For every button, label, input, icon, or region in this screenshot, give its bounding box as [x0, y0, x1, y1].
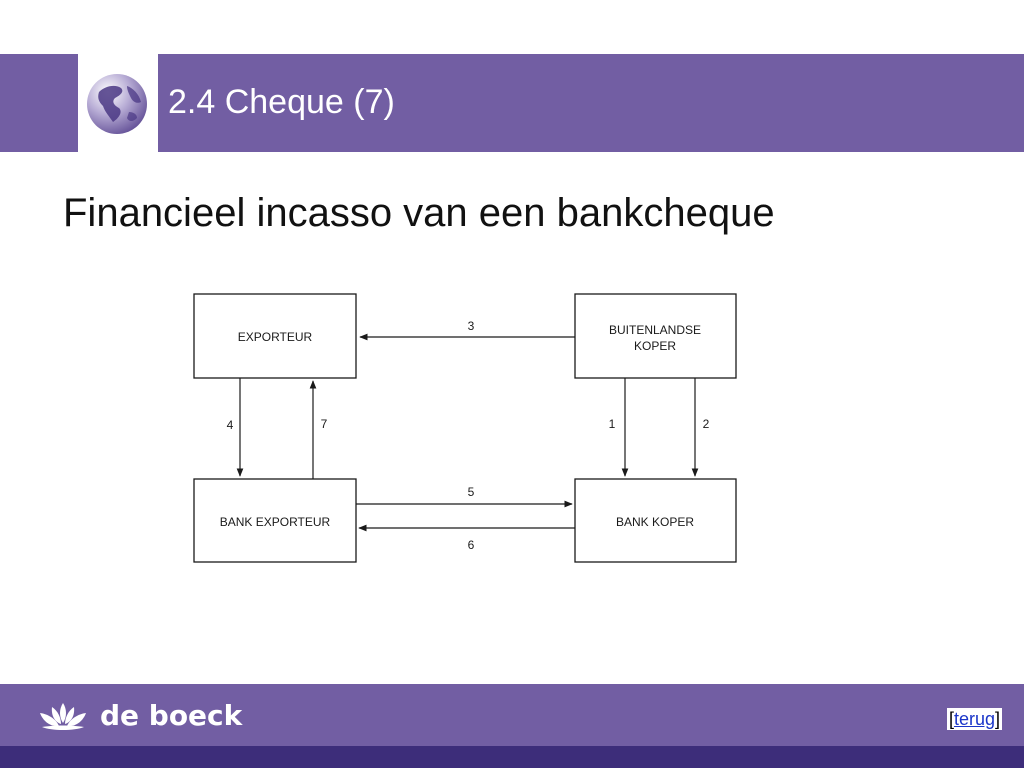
node-bank-koper: BANK KOPER	[574, 478, 737, 563]
back-bracket-close: ]	[994, 709, 1000, 729]
edge-2: 2	[691, 378, 710, 477]
back-nav: [terug]	[946, 708, 1002, 730]
edge-1-label: 1	[609, 417, 616, 431]
edge-1: 1	[609, 378, 629, 477]
edge-7-label: 7	[321, 417, 328, 431]
edge-2-label: 2	[703, 417, 710, 431]
flow-diagram: EXPORTEUR BUITENLANDSE KOPER BANK EXPORT…	[190, 288, 750, 578]
logo-box	[78, 54, 158, 152]
edge-6: 6	[358, 524, 575, 552]
node-buitenlandse-koper: BUITENLANDSE KOPER	[574, 293, 737, 379]
back-link[interactable]: terug	[953, 709, 995, 729]
edge-5: 5	[356, 485, 573, 508]
header-band	[0, 54, 1024, 152]
edge-4-label: 4	[227, 418, 234, 432]
globe-icon	[87, 74, 147, 134]
footer-band: de boeck [terug]	[0, 684, 1024, 746]
slide-subtitle: Financieel incasso van een bankcheque	[63, 191, 775, 235]
edge-3-label: 3	[468, 319, 475, 333]
back-bracket-open: [	[948, 709, 954, 729]
node-buitenlandse-koper-label-line1: BUITENLANDSE	[609, 323, 701, 337]
node-buitenlandse-koper-label-line2: KOPER	[634, 339, 676, 353]
slide-title: 2.4 Cheque (7)	[168, 83, 395, 121]
brand-logo: de boeck	[34, 698, 242, 734]
edge-7: 7	[309, 380, 328, 479]
edge-4: 4	[227, 378, 244, 477]
node-exporteur: EXPORTEUR	[193, 293, 357, 379]
footer-strip	[0, 746, 1024, 768]
node-bank-exporteur: BANK EXPORTEUR	[193, 478, 357, 563]
edge-5-label: 5	[468, 485, 475, 499]
edge-6-label: 6	[468, 538, 475, 552]
node-exporteur-label: EXPORTEUR	[238, 330, 313, 344]
node-bank-koper-label: BANK KOPER	[616, 515, 694, 529]
node-bank-exporteur-label: BANK EXPORTEUR	[220, 515, 331, 529]
edge-3: 3	[359, 319, 575, 341]
brand-name: de boeck	[100, 699, 243, 732]
lotus-logo-icon	[40, 703, 86, 730]
